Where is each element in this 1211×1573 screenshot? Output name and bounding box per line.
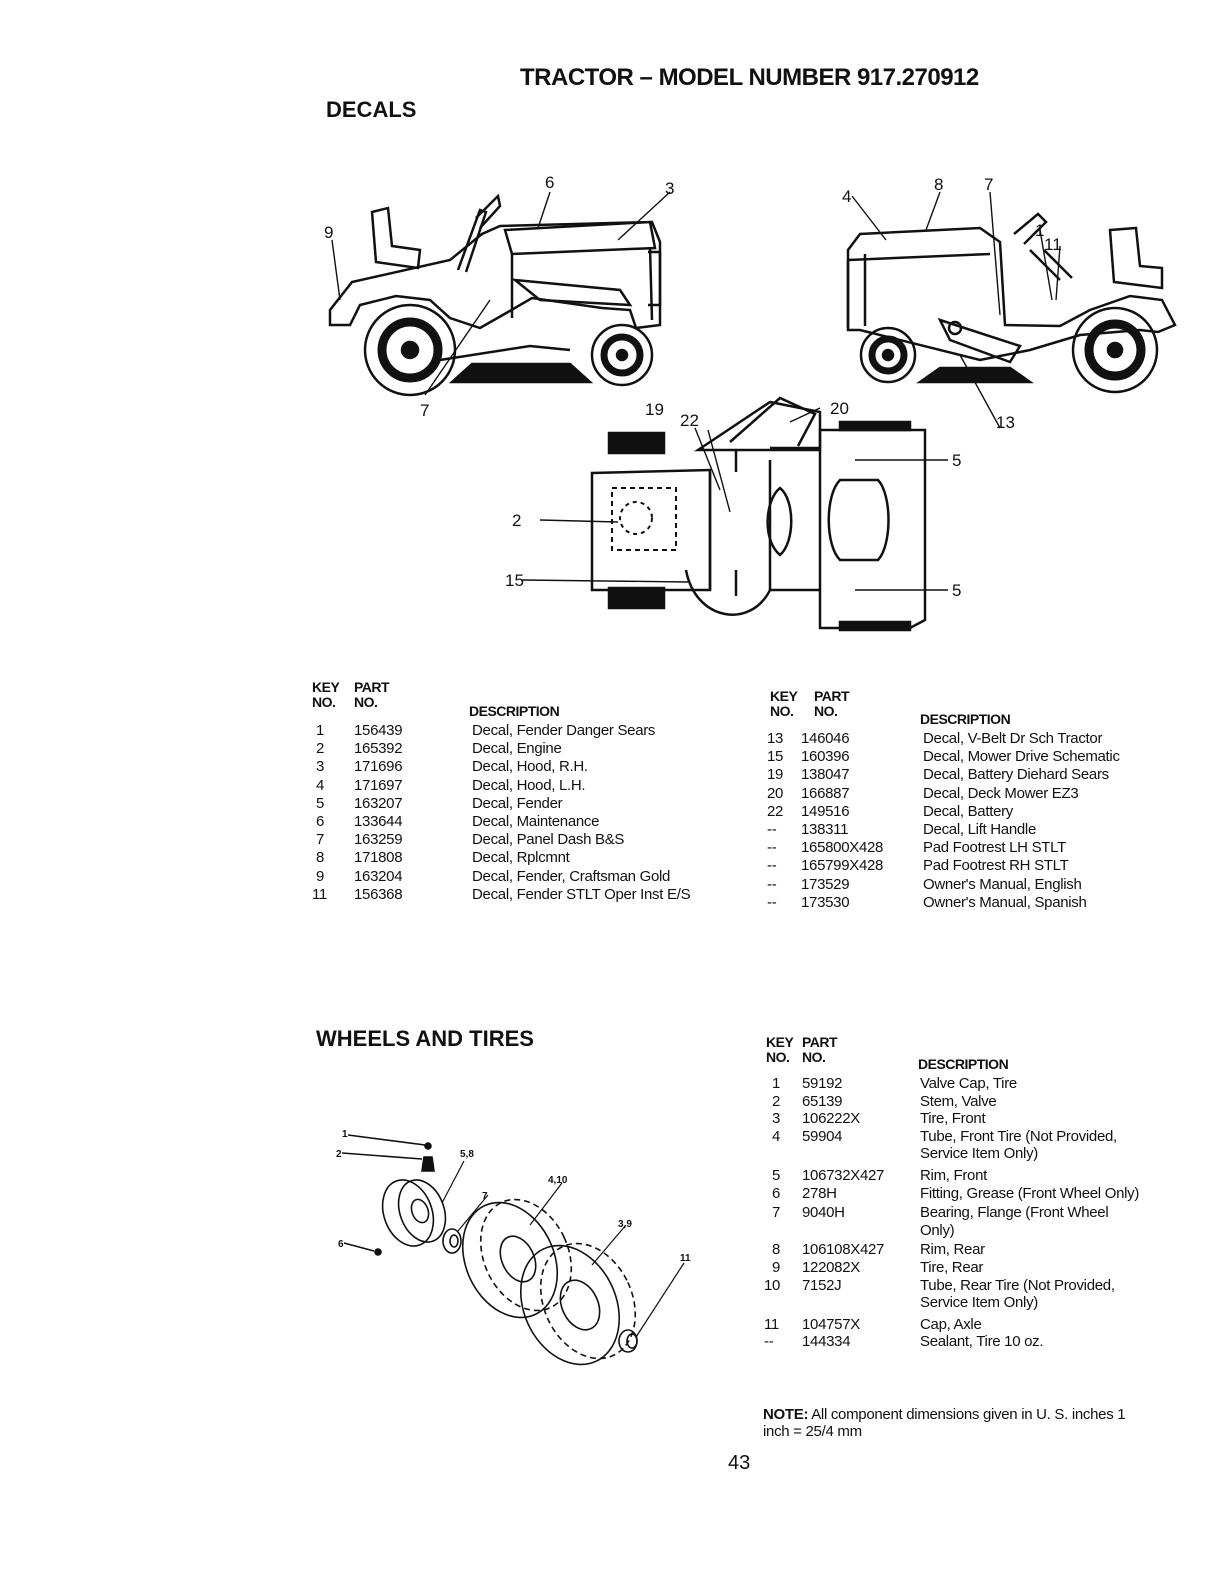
wheels-header-description: DESCRIPTION xyxy=(918,1056,1009,1072)
callout-numbers: 6 3 9 7 4 8 7 1 11 13 19 22 20 2 15 5 5 xyxy=(324,173,1062,600)
callout-2: 2 xyxy=(512,511,521,530)
callout-8: 8 xyxy=(934,175,943,194)
page-number: 43 xyxy=(728,1452,751,1474)
wheels-diagram: 1 2 5,8 4,10 7 3,9 11 6 xyxy=(336,1129,691,1366)
callout-6: 6 xyxy=(545,173,554,192)
decals-left-header-description: DESCRIPTION xyxy=(469,703,560,719)
callout-4: 4 xyxy=(842,187,851,206)
wheel-assembly-illustration xyxy=(341,1134,638,1366)
wheel-callout-numbers: 1 2 5,8 4,10 7 3,9 11 6 xyxy=(336,1129,691,1264)
tractor-left-side-illustration xyxy=(846,212,1177,394)
tractor-top-view-illustration xyxy=(590,396,927,632)
tractor-right-side-illustration xyxy=(328,193,662,397)
callout-5-top: 5 xyxy=(952,451,961,470)
callout-9: 9 xyxy=(324,223,333,242)
callout-3: 3 xyxy=(665,179,674,198)
wheel-callout-7: 7 xyxy=(482,1191,488,1202)
wheel-callout-1: 1 xyxy=(342,1129,348,1140)
callout-7-right: 7 xyxy=(984,175,993,194)
wheel-callout-2: 2 xyxy=(336,1149,342,1160)
note-label: NOTE: xyxy=(763,1406,809,1423)
callout-19: 19 xyxy=(645,400,664,419)
callout-11: 11 xyxy=(1044,235,1062,254)
wheel-callout-5-8: 5,8 xyxy=(460,1149,474,1160)
callout-7-left: 7 xyxy=(420,401,429,420)
wheels-heading: WHEELS AND TIRES xyxy=(316,1026,534,1051)
callout-20: 20 xyxy=(830,399,849,418)
callout-5-bottom: 5 xyxy=(952,581,961,600)
decals-right-header-description: DESCRIPTION xyxy=(920,711,1011,727)
page-title: TRACTOR – MODEL NUMBER 917.270912 xyxy=(520,64,979,91)
callout-13: 13 xyxy=(996,413,1015,432)
decals-heading: DECALS xyxy=(326,97,417,122)
callout-1: 1 xyxy=(1035,221,1044,240)
wheel-callout-11: 11 xyxy=(680,1253,691,1264)
decals-diagram: 6 3 9 7 4 8 7 1 11 13 19 22 20 2 15 5 5 xyxy=(324,173,1177,632)
callout-15: 15 xyxy=(505,571,524,590)
wheel-callout-4-10: 4,10 xyxy=(548,1175,568,1186)
callout-leaders xyxy=(331,191,1061,591)
callout-22: 22 xyxy=(680,411,699,430)
wheel-callout-3-9: 3,9 xyxy=(618,1219,632,1230)
note-text: All component dimensions given in U. S. … xyxy=(763,1406,1126,1440)
wheels-note: NOTE: All component dimensions given in … xyxy=(763,1406,1143,1440)
wheel-callout-leaders xyxy=(441,1160,685,1338)
wheel-callout-6: 6 xyxy=(338,1239,344,1250)
